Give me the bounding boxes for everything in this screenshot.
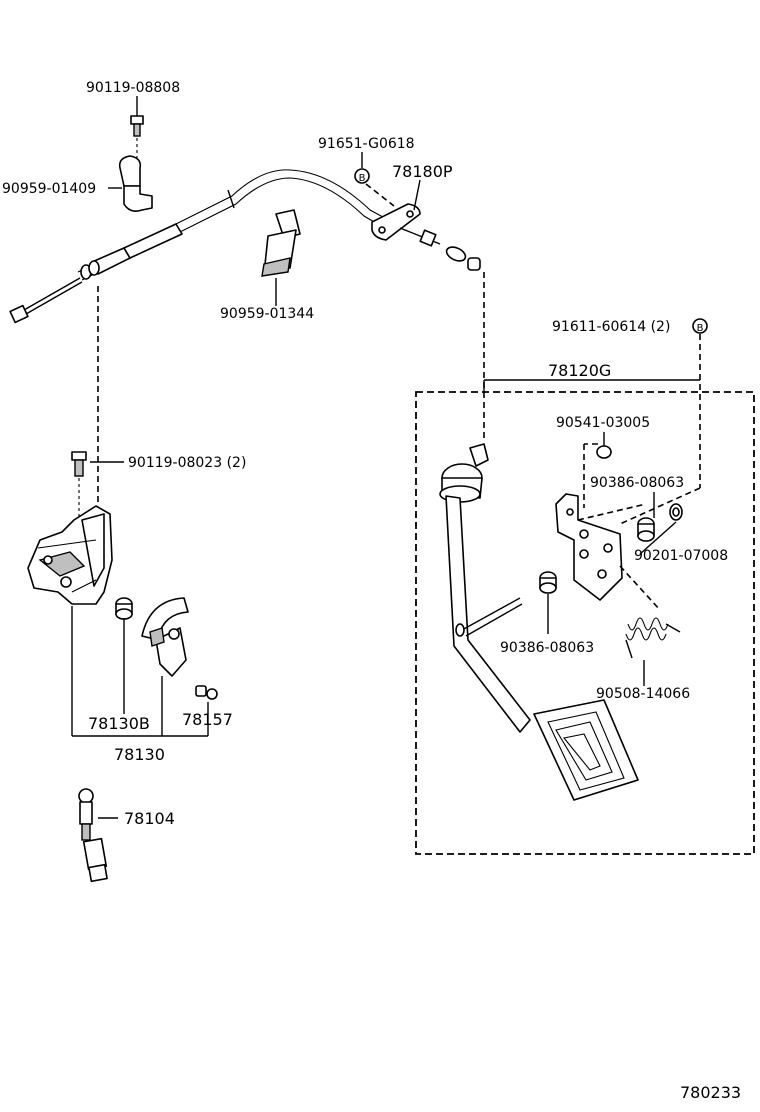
label-90959-01344: 90959-01344 [220, 306, 314, 322]
rod-78104 [78, 788, 118, 883]
bolt-90119-08023 [71, 451, 124, 520]
bushing-90386-08063-lower [539, 571, 557, 634]
label-78180P: 78180P [392, 162, 453, 181]
screw-90541-03005 [583, 432, 612, 508]
bushing-90386-08063-upper [637, 492, 655, 542]
accelerator-cable [9, 169, 393, 324]
label-91611-60614: 91611-60614 (2) [552, 319, 670, 335]
label-78120G: 78120G [548, 361, 611, 380]
marker-b-upper-text: B [359, 173, 366, 184]
label-90119-08808: 90119-08808 [86, 80, 180, 96]
bushing-78130B [115, 597, 133, 620]
clamp-90959-01409 [108, 155, 153, 212]
bolt-90119-08808 [130, 96, 144, 165]
pin-78157 [195, 685, 218, 700]
label-90508-14066: 90508-14066 [596, 686, 690, 702]
lever-78130 [141, 597, 189, 677]
marker-b-upper: B [354, 152, 395, 207]
label-78130B: 78130B [88, 714, 150, 733]
throttle-link-78130 [27, 505, 113, 605]
label-78130: 78130 [114, 745, 165, 764]
marker-b-right-text: B [697, 323, 704, 334]
clip-90959-01344 [261, 209, 301, 306]
washer-90201-07008 [639, 503, 683, 555]
label-78104: 78104 [124, 809, 175, 828]
label-90541-03005: 90541-03005 [556, 415, 650, 431]
label-90119-08023: 90119-08023 (2) [128, 455, 246, 471]
marker-b-right: B [619, 318, 708, 525]
label-90386-08063-upper: 90386-08063 [590, 475, 684, 491]
leaders-78130-group [71, 606, 209, 737]
label-90386-08063-lower: 90386-08063 [500, 640, 594, 656]
accelerator-pedal [439, 443, 639, 801]
spring-90508-14066 [619, 565, 681, 686]
label-91651-G0618: 91651-G0618 [318, 136, 415, 152]
diagram-id: 780233 [680, 1083, 741, 1102]
label-90201-07008: 90201-07008 [634, 548, 728, 564]
label-78157: 78157 [182, 710, 233, 729]
pedal-bracket [555, 493, 647, 601]
label-90959-01409: 90959-01409 [2, 181, 96, 197]
assembly-box-78120G [415, 379, 755, 855]
cable-bracket-78180P [371, 179, 481, 271]
